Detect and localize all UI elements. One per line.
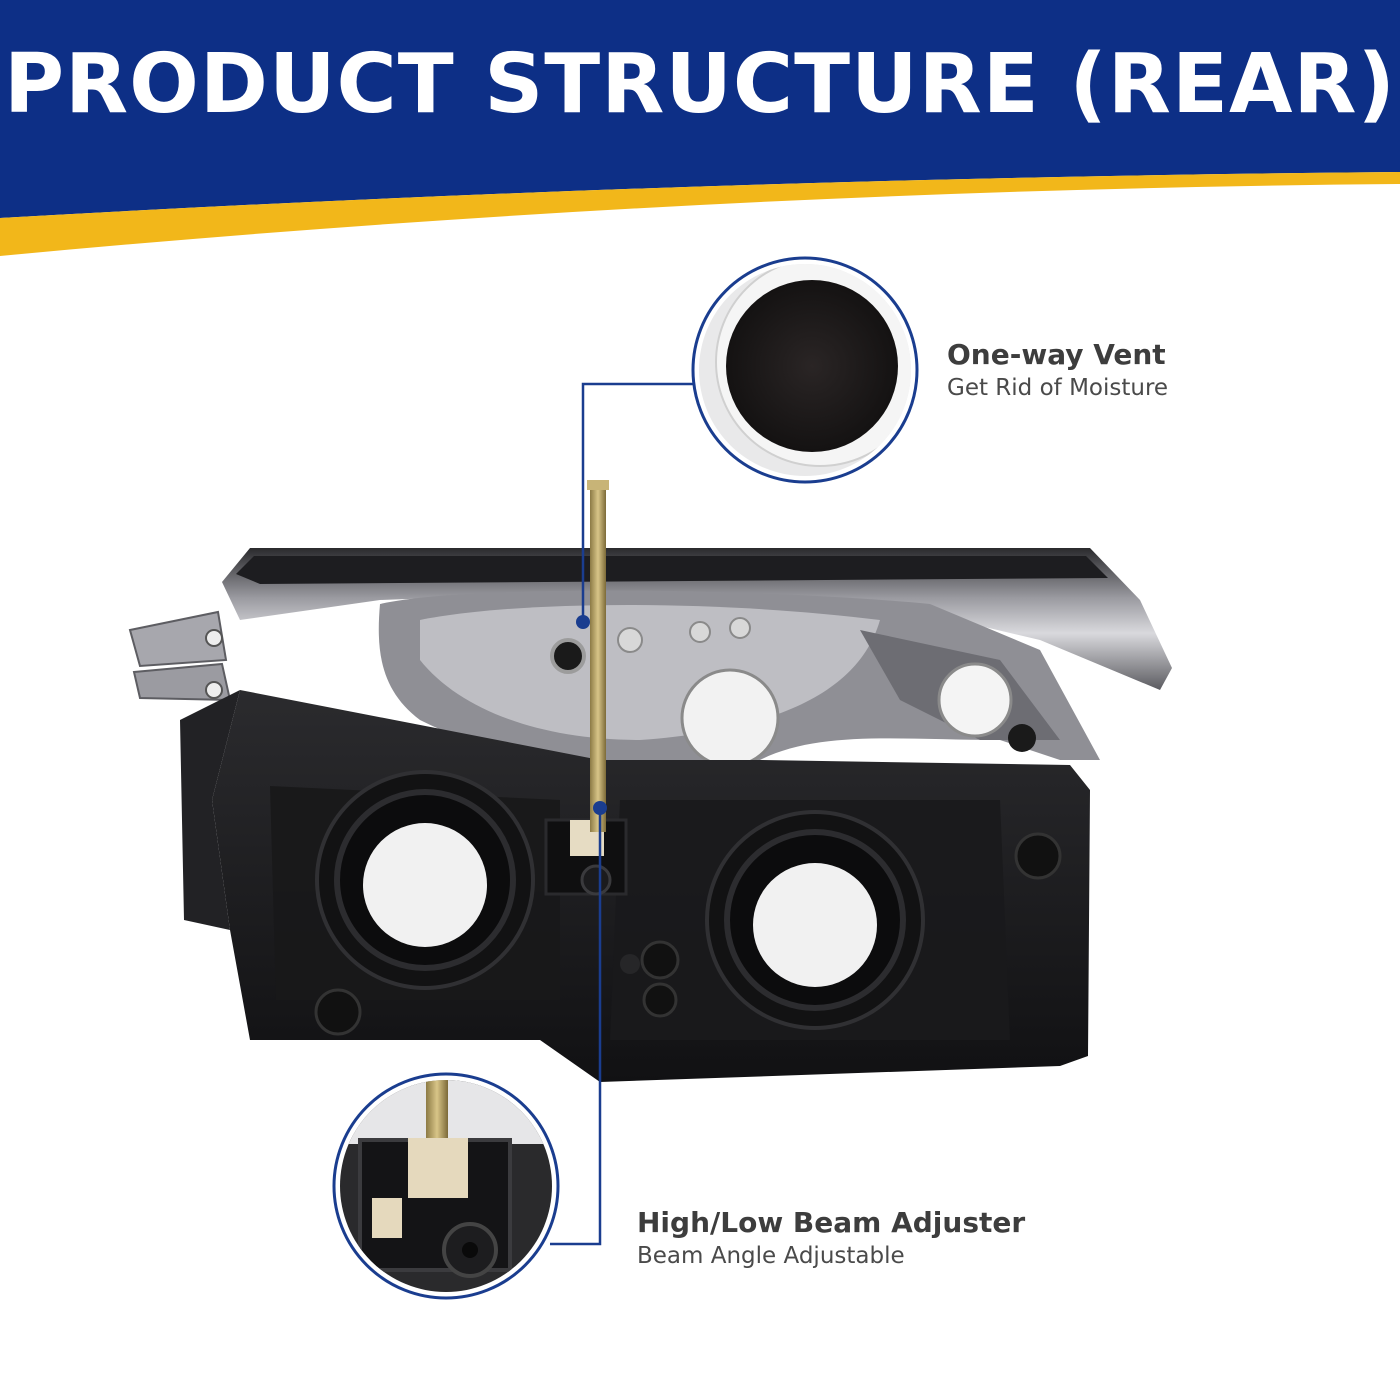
vent-port	[550, 638, 586, 674]
page-title: PRODUCT STRUCTURE (REAR)	[3, 37, 1397, 132]
adjuster-rod	[590, 486, 606, 832]
beam-adjuster	[544, 818, 628, 896]
vent-callout-title: One-way Vent	[947, 338, 1166, 371]
vent-detail-circle	[691, 256, 919, 484]
adjuster-callout-subtitle: Beam Angle Adjustable	[637, 1243, 905, 1269]
mounting-tabs	[128, 610, 232, 702]
banner-background	[0, 0, 1400, 256]
vent-marker-dot	[576, 615, 590, 629]
vent-leader-line	[581, 382, 698, 622]
socket-cover-left	[680, 668, 780, 768]
adjuster-leader-line	[550, 808, 602, 1246]
socket-cover-right	[937, 662, 1013, 738]
adjuster-detail-circle	[332, 1072, 560, 1300]
adjuster-callout-title: High/Low Beam Adjuster	[637, 1206, 1026, 1239]
header-banner: PRODUCT STRUCTURE (REAR)	[0, 0, 1400, 270]
high-beam-socket	[705, 810, 925, 1030]
headlight-rim	[222, 548, 1172, 690]
adjuster-marker-dot	[593, 801, 607, 815]
vent-callout-subtitle: Get Rid of Moisture	[947, 375, 1169, 401]
vent-membrane-icon	[726, 280, 898, 452]
low-beam-socket	[315, 770, 535, 990]
